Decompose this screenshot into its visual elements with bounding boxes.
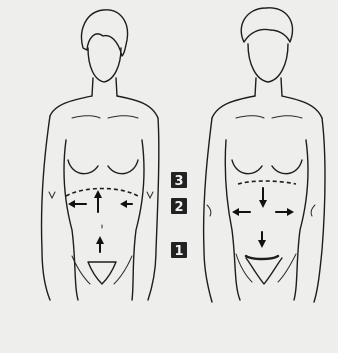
- left-figure-pubic-v: [88, 262, 116, 284]
- left-figure-chest: [68, 160, 138, 174]
- arrow-outward-left-head: [232, 208, 239, 216]
- arrow-inward-right-head: [120, 200, 127, 208]
- left-figure-right-waist: [132, 140, 144, 300]
- step-badge-3-label: 3: [174, 174, 183, 189]
- step-badge-2-label: 2: [174, 200, 183, 215]
- right-arrows: [232, 188, 294, 259]
- left-figure-shoulders: [50, 96, 158, 118]
- right-figure-side-mark-left: [207, 205, 211, 216]
- arrow-outward-right-head: [287, 208, 294, 216]
- arrow-inward-left-head: [68, 200, 75, 208]
- step-badge-2: 2: [171, 198, 187, 215]
- right-figure: [204, 8, 325, 302]
- right-figure-shoulders: [212, 96, 322, 118]
- right-figure-pubic-v: [246, 258, 282, 284]
- right-figure-hair: [241, 8, 292, 42]
- step-badge-1-label: 1: [174, 244, 183, 259]
- left-figure-hip-lines: [72, 256, 132, 284]
- left-figure-face: [88, 48, 121, 82]
- right-figure-lower-belly-curve: [246, 256, 278, 259]
- step-badge-3: 3: [171, 172, 187, 189]
- left-figure-rib-line: [66, 189, 138, 197]
- arrow-up-2-left-head: [94, 190, 102, 198]
- left-figure-neck: [92, 78, 117, 96]
- left-figure-side-mark-right: [147, 192, 153, 198]
- left-figure-left-waist: [64, 140, 78, 300]
- right-figure-face: [248, 44, 288, 82]
- left-figure-right-arm: [148, 118, 159, 300]
- arrow-down-1-right-head: [258, 240, 266, 248]
- left-figure-collarbones: [72, 116, 138, 118]
- left-figure: [42, 10, 159, 300]
- arrow-up-1-left-head: [96, 236, 104, 244]
- step-badge-1: 1: [171, 242, 187, 259]
- right-figure-collarbones: [236, 116, 302, 118]
- right-figure-rib-line: [238, 181, 296, 184]
- arrow-down-2-right-head: [259, 200, 267, 208]
- right-figure-right-arm: [314, 118, 325, 302]
- left-figure-left-arm: [42, 116, 50, 300]
- right-figure-side-mark-right: [311, 205, 315, 216]
- left-arrows: [68, 190, 132, 252]
- right-figure-chest: [232, 160, 302, 174]
- right-figure-neck: [255, 78, 282, 96]
- left-figure-side-mark-left: [49, 192, 55, 198]
